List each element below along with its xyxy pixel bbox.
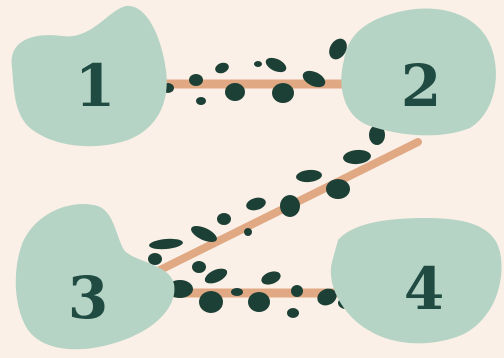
stone	[280, 195, 300, 217]
stone	[329, 38, 347, 60]
node-label-1: 1	[75, 52, 115, 120]
stone	[296, 169, 322, 183]
stone	[225, 83, 245, 101]
stone	[254, 61, 262, 67]
stone	[192, 261, 206, 273]
stone	[149, 238, 183, 250]
stone	[215, 62, 229, 74]
node-label-2: 2	[401, 52, 441, 120]
blob-4	[330, 218, 502, 344]
blob-3	[15, 203, 175, 350]
stone	[343, 149, 371, 165]
stone	[204, 268, 228, 284]
stone	[231, 288, 243, 296]
stone	[261, 271, 281, 285]
node-label-3: 3	[68, 264, 108, 332]
stone	[272, 83, 294, 103]
stone	[244, 228, 252, 236]
blob-2	[341, 8, 496, 136]
stone	[248, 292, 270, 312]
stone	[191, 225, 217, 243]
blobs	[11, 5, 502, 350]
node-labels: 1 2 3 4	[68, 52, 444, 332]
stone	[326, 179, 350, 199]
stone	[246, 197, 266, 211]
stone	[291, 285, 303, 297]
stone	[265, 57, 287, 73]
blob-1	[11, 5, 167, 147]
node-label-4: 4	[404, 255, 444, 323]
stepping-stones	[148, 38, 385, 318]
stone	[199, 291, 223, 313]
stone	[148, 253, 162, 265]
stone	[196, 97, 206, 105]
stone	[369, 125, 385, 145]
stone	[217, 213, 231, 225]
stone	[302, 70, 326, 88]
stone	[287, 308, 299, 318]
stone	[189, 74, 203, 86]
stone	[317, 288, 337, 306]
